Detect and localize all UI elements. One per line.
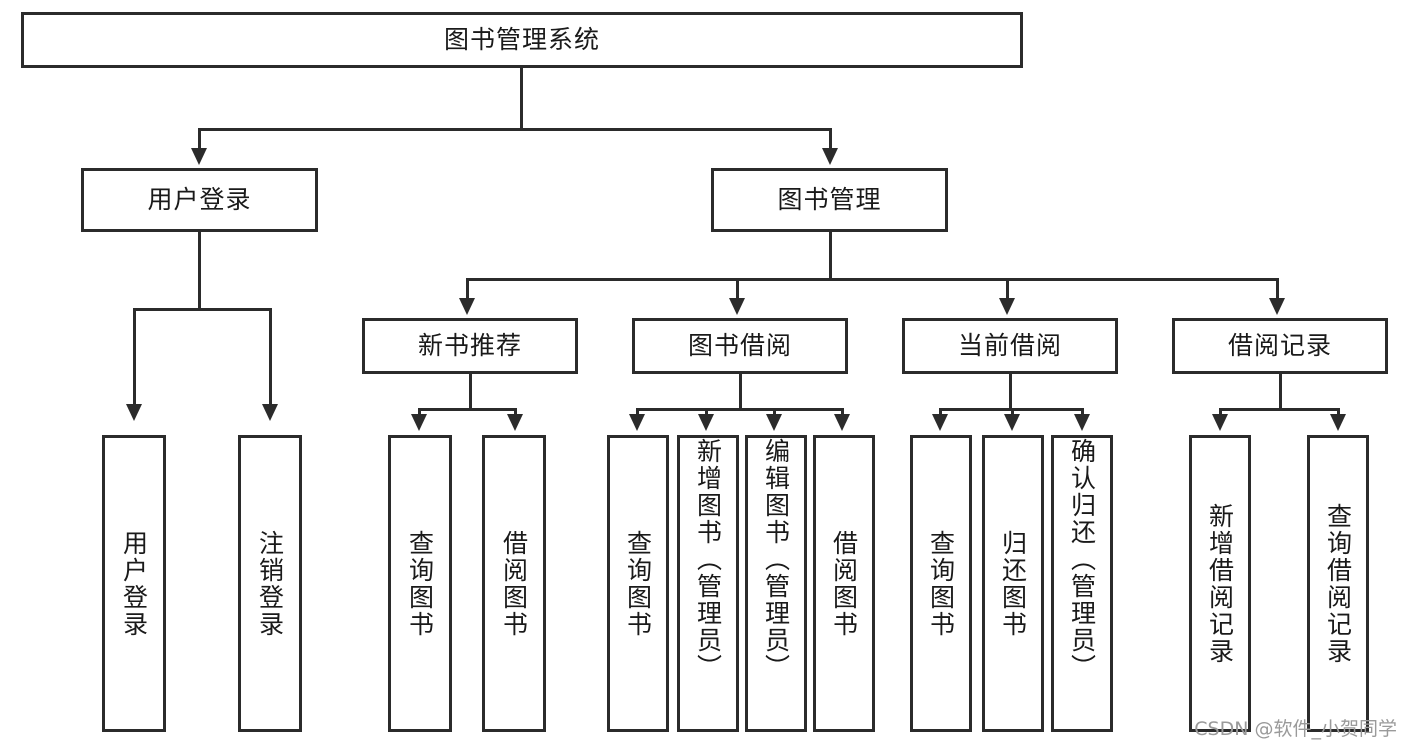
node-new-book-recommend[interactable]: 新书推荐 [362, 318, 578, 374]
node-current-borrow[interactable]: 当前借阅 [902, 318, 1118, 374]
node-leaf-query-book-recommend[interactable]: 查询图书 [388, 435, 452, 732]
connector-root-to-book-manage [829, 128, 832, 150]
node-leaf-return-book[interactable]: 归还图书 [982, 435, 1044, 732]
arrow-book-manage-to-l2-3 [1269, 298, 1285, 315]
connector-record-stem [1279, 374, 1282, 410]
arrow-borrow-to-leaf-2 [766, 414, 782, 431]
arrow-borrow-to-leaf-1 [698, 414, 714, 431]
connector-recommend-to-leaf-0 [418, 408, 421, 416]
node-label: 查询借阅记录 [1323, 502, 1353, 665]
connector-current-to-leaf-1 [1011, 408, 1014, 416]
connector-borrow-bus [636, 408, 844, 411]
arrow-book-manage-to-l2-0 [459, 298, 475, 315]
node-leaf-query-book-current[interactable]: 查询图书 [910, 435, 972, 732]
node-leaf-query-book-borrow[interactable]: 查询图书 [607, 435, 669, 732]
node-label: 编辑图书（管理员） [761, 438, 791, 681]
node-label: 借阅记录 [1227, 330, 1332, 360]
node-root-system[interactable]: 图书管理系统 [21, 12, 1023, 68]
node-leaf-borrow-book-borrow[interactable]: 借阅图书 [813, 435, 875, 732]
connector-recommend-stem [469, 374, 472, 410]
node-label: 新增图书（管理员） [693, 438, 723, 681]
node-leaf-borrow-book-recommend[interactable]: 借阅图书 [482, 435, 546, 732]
node-label: 注销登录 [255, 529, 285, 638]
connector-user-login-to-leaf-1 [269, 308, 272, 406]
node-leaf-query-borrow-record[interactable]: 查询借阅记录 [1307, 435, 1369, 732]
node-label: 查询图书 [405, 529, 435, 638]
node-label: 图书管理 [777, 184, 882, 214]
connector-book-manage-bus [466, 278, 1278, 281]
node-label: 查询图书 [926, 529, 956, 638]
connector-book-manage-to-l2-0 [466, 278, 469, 300]
connector-user-login-bus [133, 308, 272, 311]
arrow-borrow-to-leaf-0 [629, 414, 645, 431]
arrow-current-to-leaf-0 [932, 414, 948, 431]
node-user-login[interactable]: 用户登录 [81, 168, 318, 232]
node-label: 归还图书 [998, 529, 1028, 638]
arrow-borrow-to-leaf-3 [834, 414, 850, 431]
connector-record-to-leaf-0 [1219, 408, 1222, 416]
node-leaf-edit-book-admin[interactable]: 编辑图书（管理员） [745, 435, 807, 732]
node-label: 借阅图书 [829, 529, 859, 638]
arrow-current-to-leaf-1 [1004, 414, 1020, 431]
connector-root-stem [520, 68, 523, 130]
connector-borrow-to-leaf-1 [705, 408, 708, 416]
arrow-record-to-leaf-0 [1212, 414, 1228, 431]
connector-current-to-leaf-2 [1081, 408, 1084, 416]
arrow-root-to-book-manage [822, 148, 838, 165]
node-borrow-record[interactable]: 借阅记录 [1172, 318, 1388, 374]
arrow-book-manage-to-l2-2 [999, 298, 1015, 315]
connector-book-manage-to-l2-2 [1006, 278, 1009, 300]
arrow-user-login-to-leaf-0 [126, 404, 142, 421]
node-label: 借阅图书 [499, 529, 529, 638]
connector-borrow-to-leaf-3 [841, 408, 844, 416]
arrow-current-to-leaf-2 [1074, 414, 1090, 431]
node-label: 新增借阅记录 [1205, 502, 1235, 665]
node-leaf-user-logout[interactable]: 注销登录 [238, 435, 302, 732]
node-label: 图书管理系统 [443, 24, 600, 54]
node-leaf-add-borrow-record[interactable]: 新增借阅记录 [1189, 435, 1251, 732]
connector-book-manage-to-l2-3 [1276, 278, 1279, 300]
connector-root-to-user-login [198, 128, 201, 150]
csdn-watermark: CSDN @软件_小贺同学 [1194, 718, 1397, 740]
arrow-book-manage-to-l2-1 [729, 298, 745, 315]
connector-recommend-bus [418, 408, 517, 411]
arrow-user-login-to-leaf-1 [262, 404, 278, 421]
arrow-root-to-user-login [191, 148, 207, 165]
node-label: 图书借阅 [687, 330, 792, 360]
connector-recommend-to-leaf-1 [514, 408, 517, 416]
node-label: 确认归还（管理员） [1067, 438, 1097, 681]
node-label: 查询图书 [623, 529, 653, 638]
node-book-manage[interactable]: 图书管理 [711, 168, 948, 232]
connector-user-login-stem [198, 232, 201, 310]
node-label: 用户登录 [147, 184, 252, 214]
connector-book-manage-to-l2-1 [736, 278, 739, 300]
connector-book-manage-stem [829, 232, 832, 280]
connector-record-bus [1219, 408, 1339, 411]
arrow-recommend-to-leaf-1 [507, 414, 523, 431]
connector-root-bus [198, 128, 832, 131]
node-label: 用户登录 [119, 529, 149, 638]
connector-user-login-to-leaf-0 [133, 308, 136, 406]
node-leaf-user-login[interactable]: 用户登录 [102, 435, 166, 732]
connector-borrow-stem [739, 374, 742, 410]
node-leaf-add-book-admin[interactable]: 新增图书（管理员） [677, 435, 739, 732]
arrow-recommend-to-leaf-0 [411, 414, 427, 431]
node-leaf-confirm-return-admin[interactable]: 确认归还（管理员） [1051, 435, 1113, 732]
connector-current-to-leaf-0 [939, 408, 942, 416]
arrow-record-to-leaf-1 [1330, 414, 1346, 431]
node-label: 当前借阅 [957, 330, 1062, 360]
node-book-borrow[interactable]: 图书借阅 [632, 318, 848, 374]
connector-current-stem [1009, 374, 1012, 410]
connector-borrow-to-leaf-2 [773, 408, 776, 416]
node-label: 新书推荐 [417, 330, 522, 360]
connector-borrow-to-leaf-0 [636, 408, 639, 416]
connector-record-to-leaf-1 [1337, 408, 1340, 416]
